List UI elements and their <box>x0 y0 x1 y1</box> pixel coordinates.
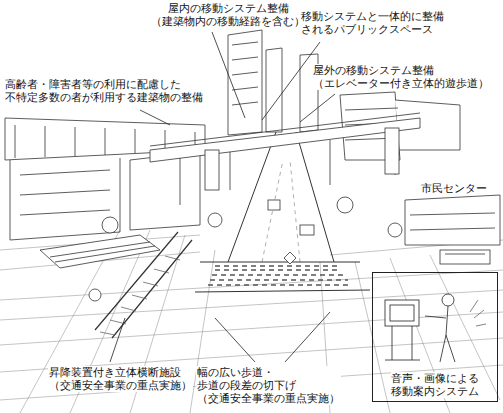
inset-box: 音声・画像による 移動案内システム <box>372 272 498 402</box>
callout-label: 高齢者・障害者等の利用に配慮した 不特定多数の者が利用する建築物の整備 <box>4 78 204 104</box>
box-caption: 音声・画像による 移動案内システム <box>391 372 479 398</box>
callout-label: 幅の広い歩道・歩道の段差の切下げ （交通安全事業の重点実施） <box>196 366 341 405</box>
callout-label: 屋内の移動システム整備 （建築物内の移動経路を含む） <box>150 2 306 28</box>
callout-label: 移動システムと一体的に整備 されるパブリックスペース <box>300 10 445 36</box>
callout-label: 市民センター <box>420 182 488 195</box>
callout-label: 昇降装置付き立体横断施設 （交通安全事業の重点実施） <box>48 366 193 392</box>
callout-label: 屋外の移動システム整備 （エレベーター付き立体的遊歩道） <box>312 64 490 90</box>
